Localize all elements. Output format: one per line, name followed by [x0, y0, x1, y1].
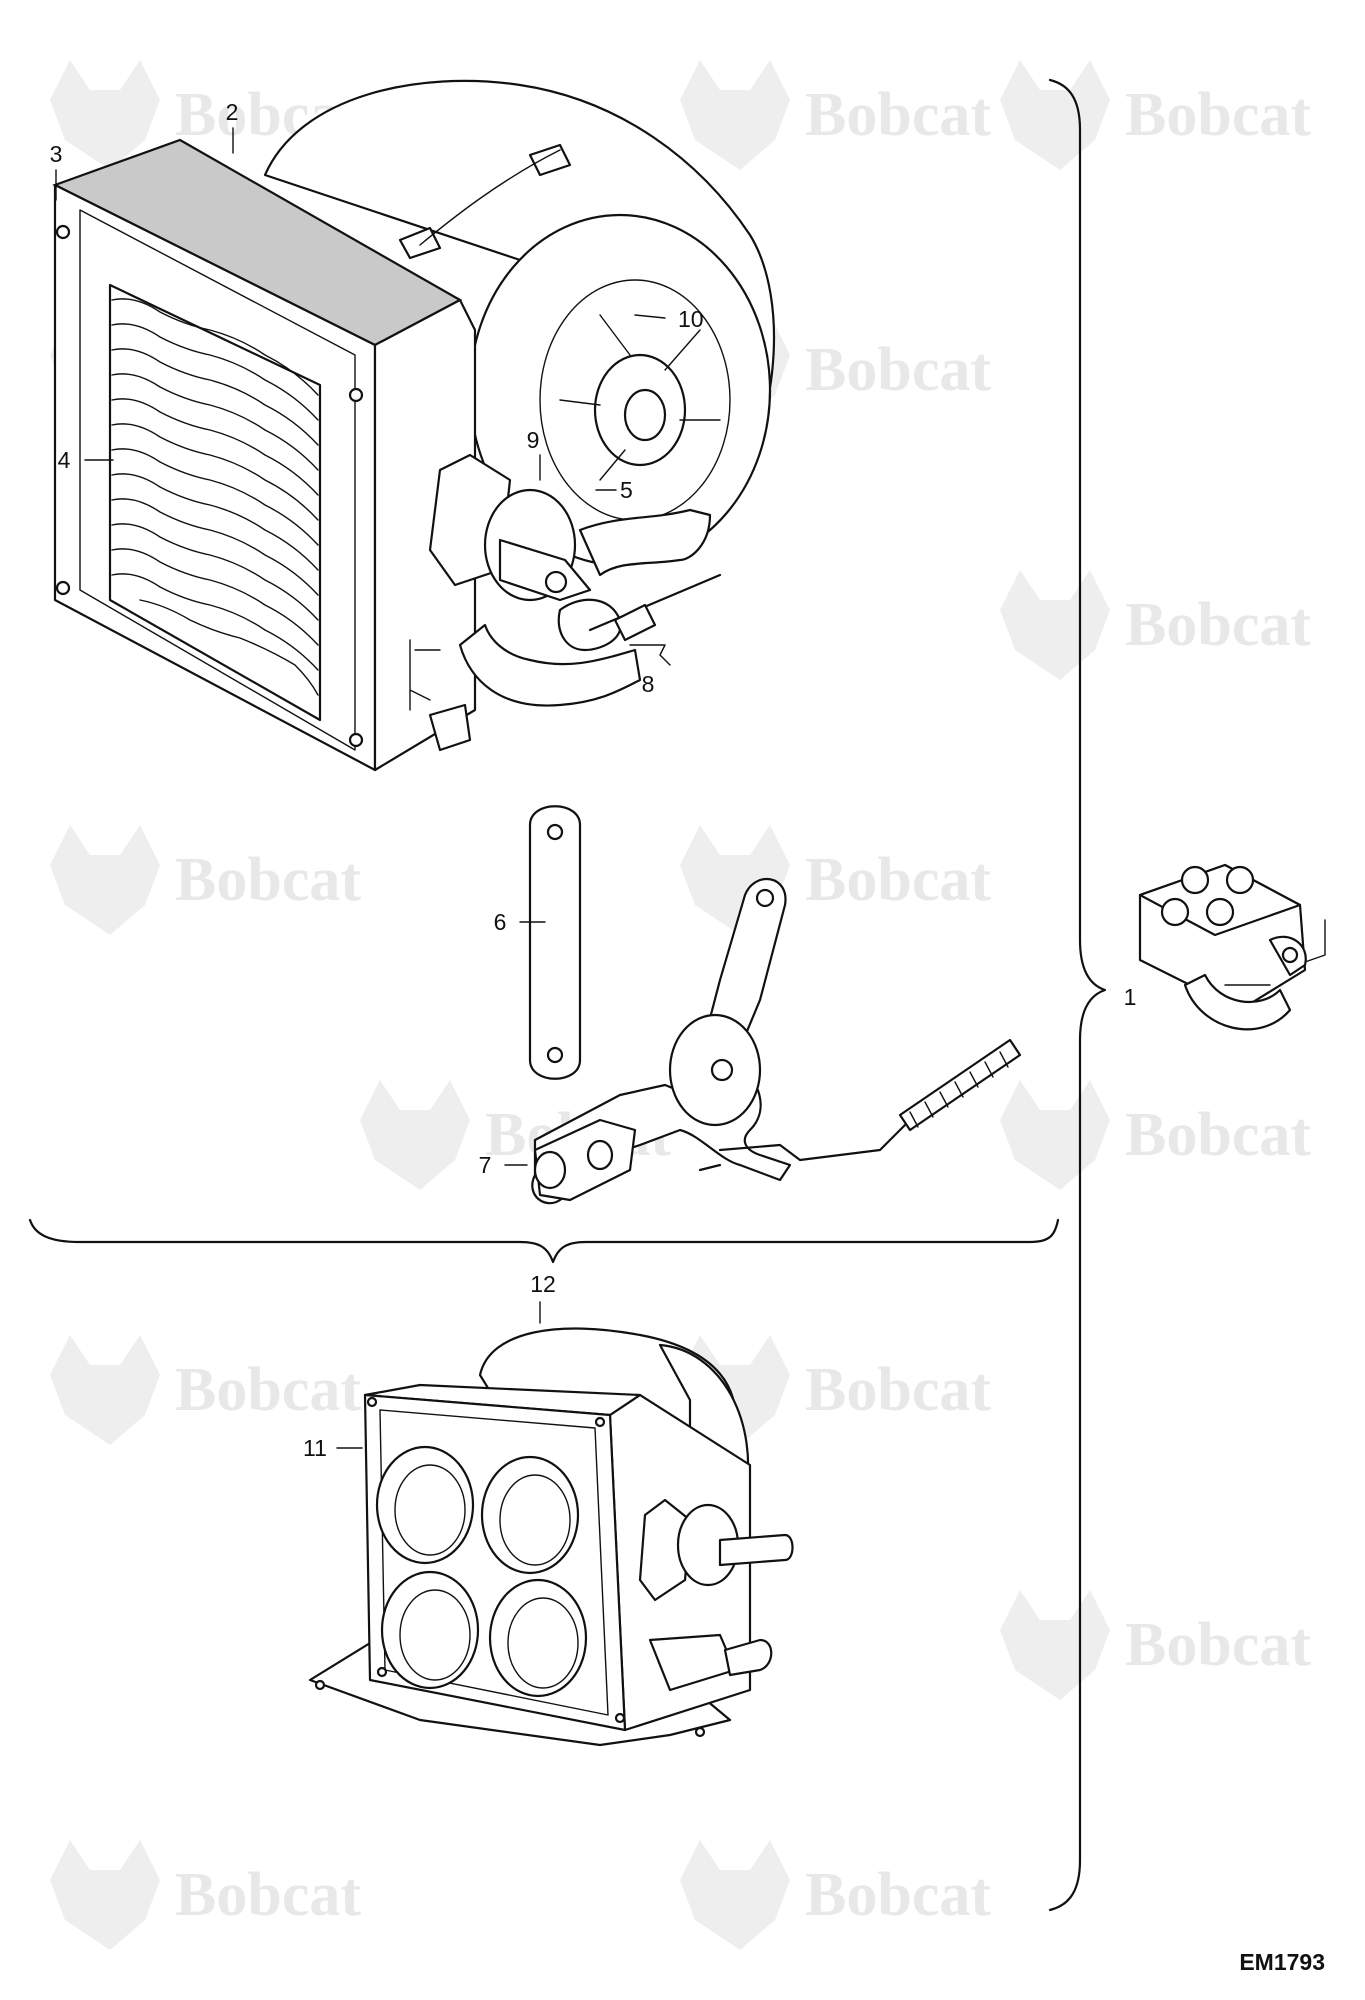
air-outlets	[375, 1445, 588, 1698]
watermark-layer: Bobcat Bobcat Bobcat Bobcat Bobcat Bobca…	[50, 60, 1311, 1950]
callout-8: 8	[642, 671, 655, 697]
callout-2: 2	[226, 99, 239, 125]
cable-8	[588, 573, 722, 632]
hose-lower	[458, 623, 642, 707]
watermark-text: Bobcat	[1125, 591, 1311, 659]
callout-5: 5	[620, 477, 633, 503]
watermark-text: Bobcat	[175, 1861, 361, 1929]
watermark-text: Bobcat	[805, 846, 991, 914]
callout-11: 11	[303, 1435, 327, 1461]
watermark-text: Bobcat	[1125, 81, 1311, 149]
link-part	[528, 805, 582, 1080]
lever-part	[531, 877, 1022, 1205]
hose-upper	[578, 508, 712, 577]
callout-7: 7	[479, 1152, 492, 1178]
heater-core-unit	[308, 1327, 794, 1747]
watermark-text: Bobcat	[175, 846, 361, 914]
callout-4: 4	[58, 447, 71, 473]
callout-1: 1	[1124, 984, 1137, 1010]
watermark-text: Bobcat	[805, 336, 991, 404]
watermark-text: Bobcat	[805, 1861, 991, 1929]
watermark-text: Bobcat	[1125, 1101, 1311, 1169]
callout-10: 10	[678, 306, 704, 332]
bottom-brace	[28, 1218, 1060, 1264]
watermark-text: Bobcat	[805, 81, 991, 149]
callout-3: 3	[50, 141, 63, 167]
radiator-fins	[108, 283, 322, 722]
watermark-text: Bobcat	[175, 1356, 361, 1424]
drawing-code: EM1793	[1239, 1949, 1325, 1975]
callout-12: 12	[530, 1271, 556, 1297]
watermark-text: Bobcat	[1125, 1611, 1311, 1679]
watermark-text: Bobcat	[805, 1356, 991, 1424]
callout-9: 9	[527, 427, 540, 453]
leader-lines	[55, 127, 1326, 1449]
callout-6: 6	[494, 909, 507, 935]
valve-kit-part	[1138, 863, 1307, 1031]
right-brace	[1048, 78, 1107, 1912]
heater-assembly	[52, 79, 776, 772]
